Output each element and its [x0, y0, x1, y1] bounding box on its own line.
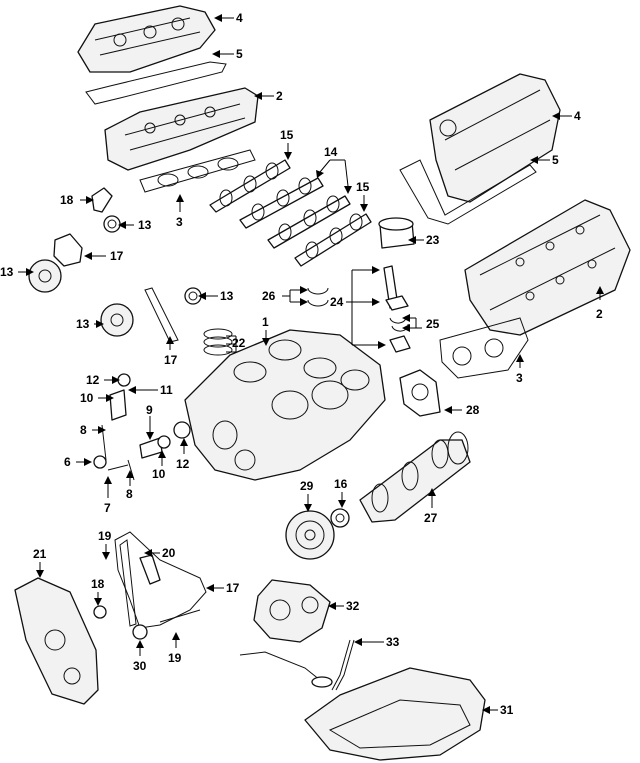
callout-21: 21 — [33, 547, 47, 561]
callout-26: 26 — [262, 289, 276, 303]
callout-1: 1 — [262, 315, 269, 329]
callout-20: 20 — [162, 546, 176, 560]
callout-labels: 4 5 2 15 14 15 4 5 18 13 3 23 13 17 26 2… — [0, 11, 603, 717]
engine-block — [184, 329, 386, 481]
callout-8-upper: 8 — [80, 423, 87, 437]
timing-cover — [14, 577, 99, 705]
camshaft-set — [209, 159, 372, 267]
callout-17-middle: 17 — [164, 353, 178, 367]
callout-31: 31 — [500, 703, 514, 717]
callout-23: 23 — [426, 233, 440, 247]
callout-8-lower: 8 — [126, 487, 133, 501]
callout-13-a: 13 — [138, 218, 152, 232]
intake-gasket-right — [439, 317, 529, 379]
callout-10-upper: 10 — [80, 391, 94, 405]
timing-chain — [93, 531, 207, 640]
callout-29: 29 — [300, 479, 314, 493]
callout-2-right: 2 — [596, 307, 603, 321]
valve-cover-left — [77, 5, 216, 73]
callout-19-upper: 19 — [98, 529, 112, 543]
callout-2-left: 2 — [276, 89, 283, 103]
callout-3-right: 3 — [516, 371, 523, 385]
callout-14: 14 — [324, 145, 338, 159]
callout-12-lower: 12 — [176, 457, 190, 471]
callout-7: 7 — [104, 501, 111, 515]
dipstick-tube — [239, 639, 355, 691]
callout-18-upper: 18 — [60, 193, 74, 207]
callout-12-upper: 12 — [86, 373, 100, 387]
intake-gasket-left — [139, 149, 256, 193]
valve-cover-gasket-left — [85, 61, 227, 105]
callout-leaders — [18, 14, 604, 714]
callout-33: 33 — [386, 635, 400, 649]
callout-17-lower: 17 — [226, 581, 240, 595]
crankshaft — [359, 431, 471, 523]
callout-13-d: 13 — [76, 317, 90, 331]
oil-pump — [253, 579, 331, 643]
callout-5-top: 5 — [236, 47, 243, 61]
callout-28: 28 — [466, 403, 480, 417]
callout-30: 30 — [133, 659, 147, 673]
oil-pan — [304, 667, 486, 761]
callout-13-b: 13 — [0, 265, 14, 279]
callout-3-left: 3 — [176, 215, 183, 229]
callout-15-upper: 15 — [280, 128, 294, 142]
small-parts-upper-left — [28, 187, 233, 356]
callout-18-lower: 18 — [91, 577, 105, 591]
callout-4-right: 4 — [574, 109, 581, 123]
cylinder-head-right — [464, 199, 631, 336]
callout-27: 27 — [424, 511, 438, 525]
callout-10-lower: 10 — [152, 467, 166, 481]
callout-11: 11 — [160, 383, 173, 397]
callout-22: 22 — [232, 336, 246, 350]
crank-pulley — [285, 508, 350, 560]
valve-cover-right — [429, 73, 561, 203]
callout-32: 32 — [346, 599, 360, 613]
callout-17-upper: 17 — [110, 249, 124, 263]
piston — [378, 217, 415, 249]
callout-6: 6 — [64, 455, 71, 469]
front-seal-retainer — [399, 369, 441, 417]
callout-5-right: 5 — [552, 153, 559, 167]
callout-15-lower: 15 — [356, 180, 370, 194]
valve-cover-gasket-right — [399, 159, 537, 225]
callout-9: 9 — [146, 403, 153, 417]
callout-4-top: 4 — [236, 11, 243, 25]
callout-19-lower: 19 — [168, 651, 182, 665]
callout-13-c: 13 — [220, 289, 234, 303]
callout-24: 24 — [330, 295, 344, 309]
callout-16: 16 — [334, 477, 348, 491]
valve-train — [93, 373, 191, 481]
callout-25: 25 — [426, 317, 440, 331]
cylinder-head-left — [104, 87, 259, 171]
